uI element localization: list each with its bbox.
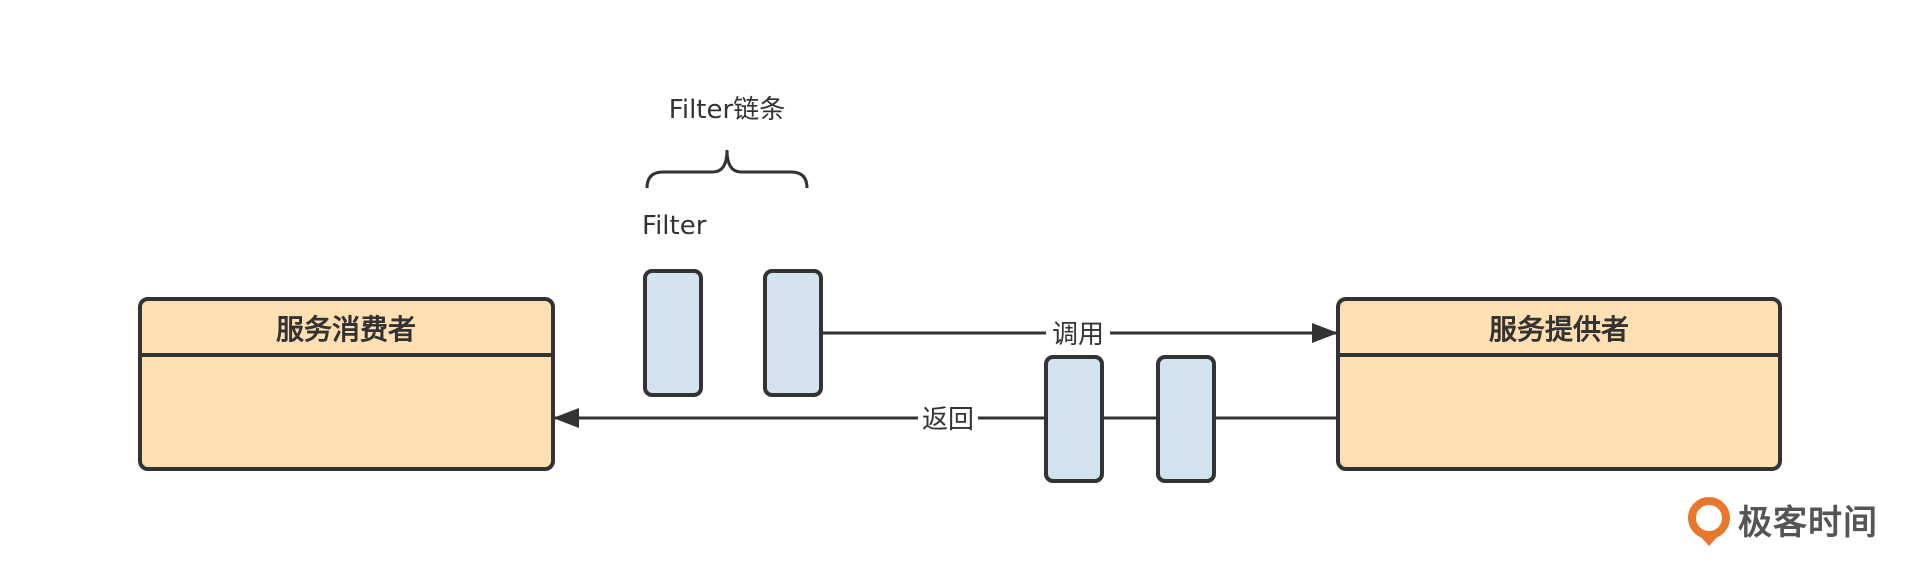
geektime-logo-icon [1688, 497, 1730, 546]
return-edge-label: 返回 [922, 405, 974, 435]
call-filter-2 [763, 269, 823, 397]
call-edge-label: 调用 [1052, 320, 1104, 350]
filter-label: Filter [642, 211, 707, 241]
service-consumer-node: 服务消费者 [138, 297, 555, 471]
provider-title: 服务提供者 [1489, 313, 1629, 346]
consumer-title: 服务消费者 [276, 313, 416, 346]
service-provider-node: 服务提供者 [1336, 297, 1782, 471]
call-filter-1 [643, 269, 703, 397]
filter-chain-label: Filter链条 [669, 95, 785, 125]
filter-chain-brace [645, 149, 809, 189]
geektime-logo: 极客时间 [1688, 497, 1878, 546]
geektime-logo-text: 极客时间 [1738, 503, 1878, 543]
return-filter-1 [1044, 355, 1104, 483]
return-filter-2 [1156, 355, 1216, 483]
